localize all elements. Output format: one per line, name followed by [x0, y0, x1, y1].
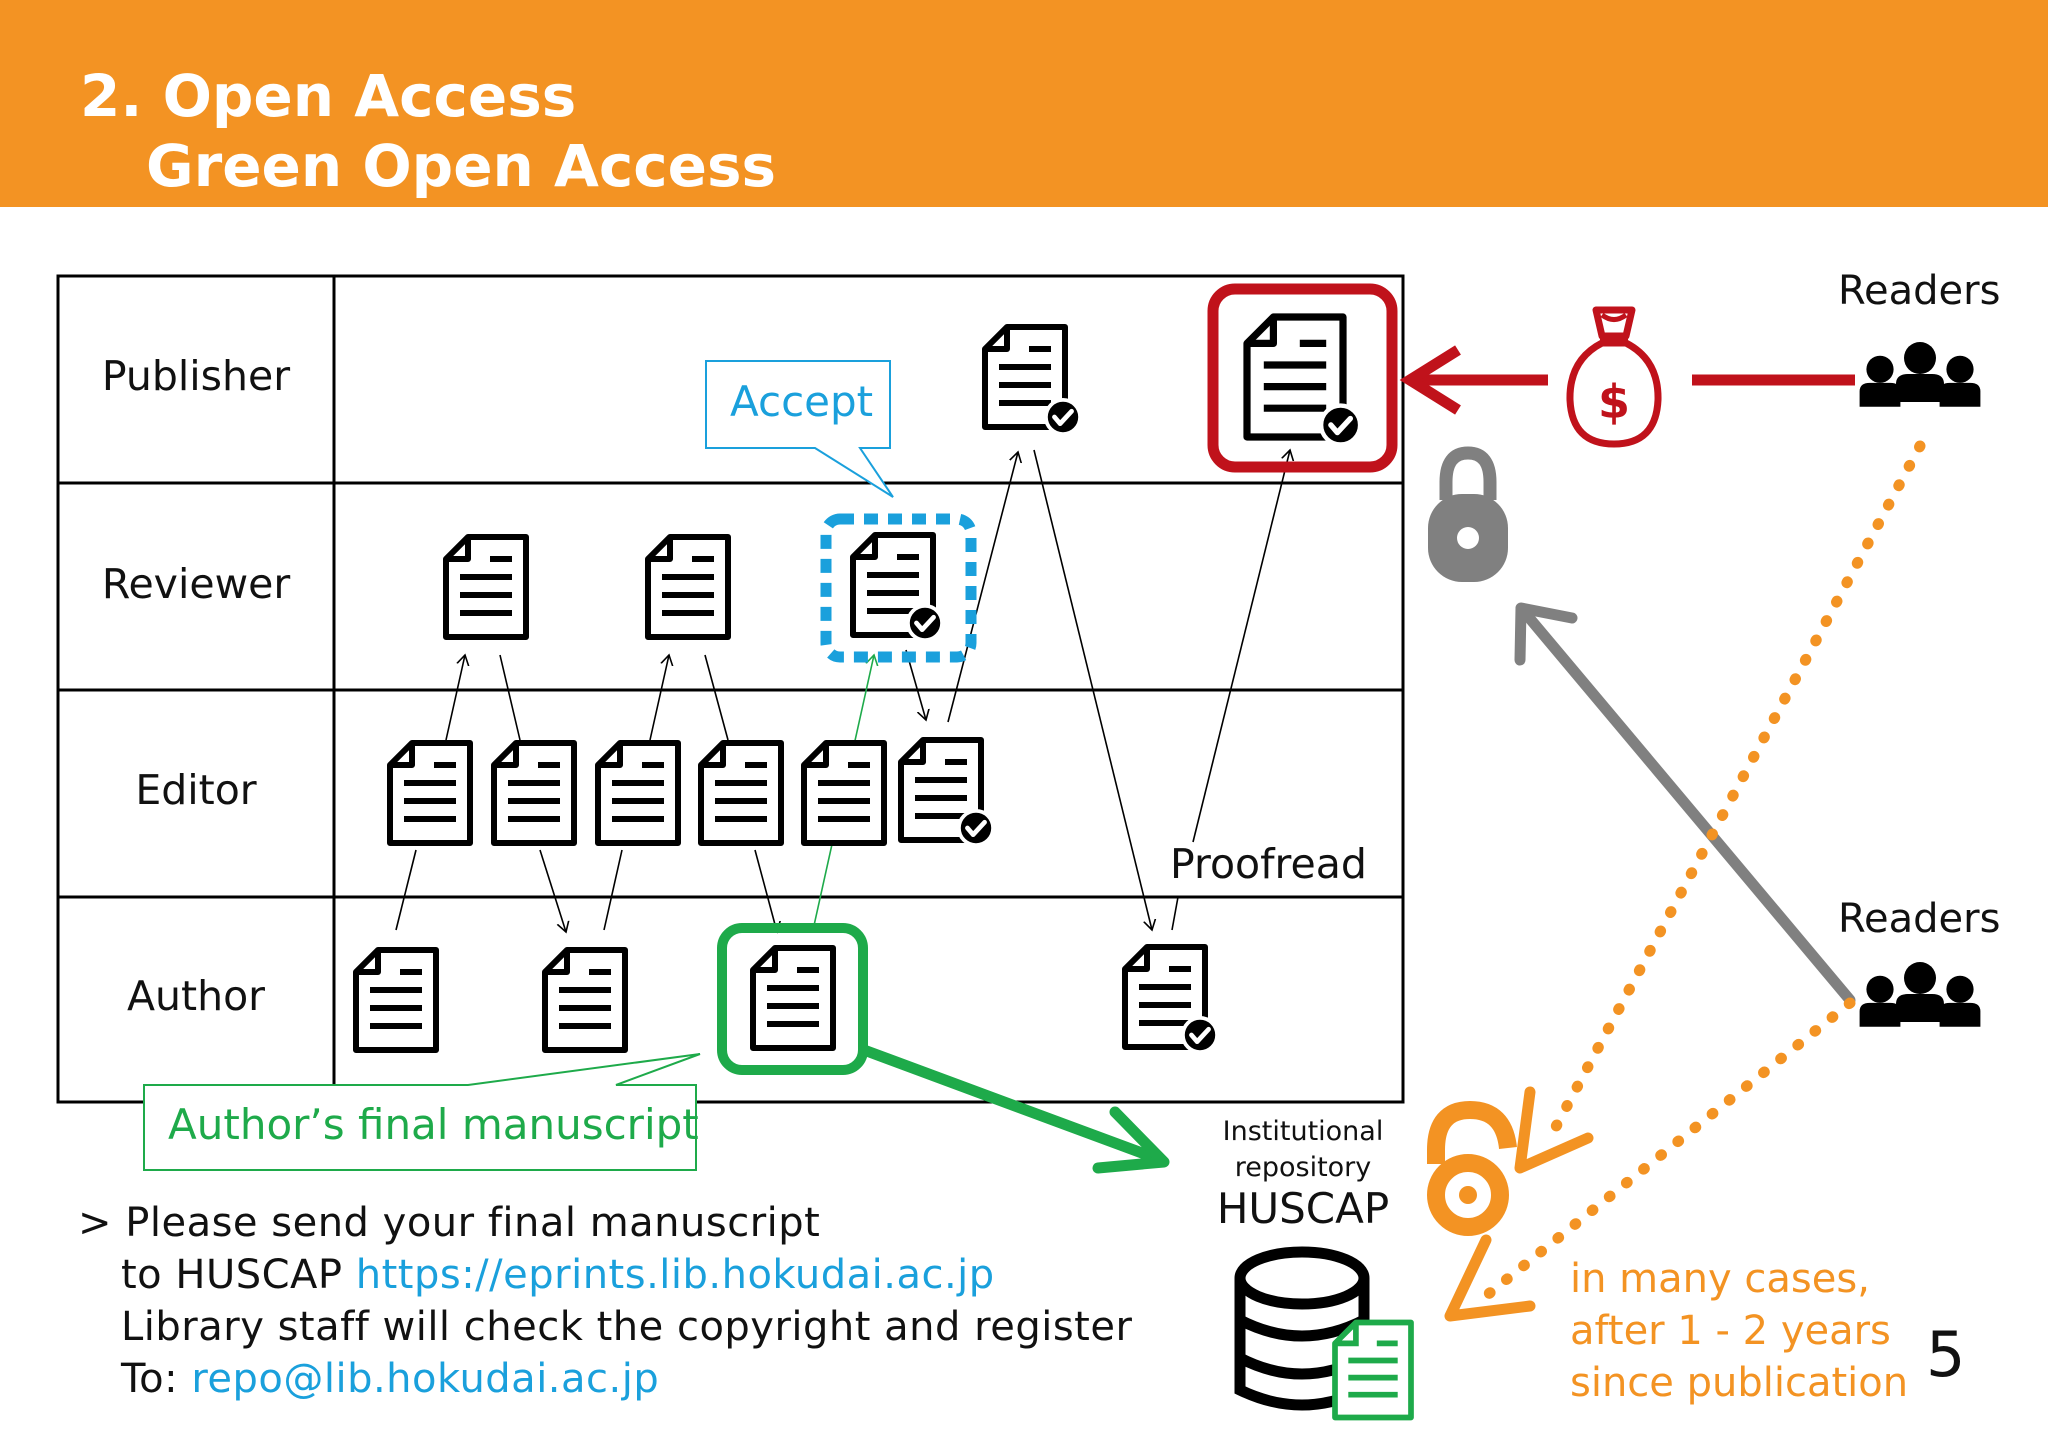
flow-arrow-reviewer-editor-2: [704, 654, 729, 741]
email-link[interactable]: repo@lib.hokudai.ac.jp: [191, 1356, 660, 1402]
instruction-line2: to HUSCAP https://eprints.lib.hokudai.ac…: [121, 1252, 995, 1298]
flow-arrow-editor-author-2: [754, 849, 777, 932]
flow-arrow-editor-author-1: [539, 849, 566, 932]
instruction-line4: To: repo@lib.hokudai.ac.jp: [121, 1356, 659, 1402]
instruction-text-1: Please send your final manuscript: [125, 1200, 821, 1246]
lane-author: Author: [126, 972, 266, 1020]
readers-group-icon: [1859, 342, 1981, 407]
flow-arrow-editor-reviewer-1: [445, 655, 465, 741]
svg-text:$: $: [1598, 375, 1630, 429]
lane-editor: Editor: [135, 766, 257, 814]
document-icon: [701, 743, 781, 843]
flow-arrow-author-editor-2: [603, 849, 623, 931]
readers-label-bottom: Readers: [1838, 896, 2001, 942]
flow-arrows: [395, 449, 1290, 932]
lock-icon: [1428, 446, 1508, 582]
flow-arrow-publisher-author: [1033, 449, 1152, 930]
title-banner: 2. Open Access Green Open Access: [0, 0, 2048, 207]
paid-access-arrow: [1399, 345, 1855, 415]
accept-highlight: [820, 513, 977, 663]
accept-label: Accept: [730, 377, 874, 426]
lane-reviewer: Reviewer: [101, 560, 291, 608]
flow-arrow-author-proofread: [1171, 896, 1179, 931]
document-checked-icon: [853, 535, 942, 640]
money-bag-icon: $: [1566, 306, 1662, 448]
document-icon: [390, 743, 470, 843]
instruction-marker: >: [78, 1200, 113, 1246]
instruction-text-4: To:: [121, 1356, 192, 1402]
final-manuscript-label: Author’s final manuscript: [168, 1100, 699, 1149]
flow-arrow-author-editor-1: [395, 849, 417, 931]
document-icon: [804, 743, 884, 843]
final-manuscript-highlight: [717, 923, 868, 1075]
document-checked-icon: [985, 327, 1080, 434]
repository-name: HUSCAP: [1216, 1184, 1390, 1233]
instruction-text-2: to HUSCAP: [121, 1252, 356, 1298]
repository-document-icon: [1332, 1319, 1414, 1421]
flow-arrow-editor-reviewer-2: [649, 655, 669, 741]
document-icon: [598, 743, 678, 843]
document-icon: [648, 537, 728, 637]
embargo-line2: after 1 - 2 years: [1570, 1308, 1891, 1354]
lane-publisher: Publisher: [101, 352, 291, 400]
deposit-arrow: [858, 1044, 1170, 1174]
open-access-arrow-2: [1444, 997, 1856, 1322]
huscap-link[interactable]: https://eprints.lib.hokudai.ac.jp: [355, 1252, 995, 1298]
instruction-line1: > Please send your final manuscript: [78, 1200, 820, 1246]
document-icon: [545, 950, 625, 1050]
proofread-label: Proofread: [1170, 840, 1367, 888]
embargo-line1: in many cases,: [1570, 1256, 1870, 1302]
slide-title: 2. Open Access: [80, 62, 577, 130]
instruction-line3: Library staff will check the copyright a…: [121, 1304, 1133, 1350]
flow-arrow-editor-publisher: [947, 452, 1018, 723]
slide-subtitle: Green Open Access: [146, 132, 777, 200]
open-access-icon: [1427, 1100, 1517, 1236]
published-highlight: [1207, 283, 1398, 473]
open-access-arrow-1: [1514, 440, 1926, 1174]
flow-arrow-proofread-publisher: [1192, 450, 1290, 843]
flow-arrow-reviewer-editor-1: [499, 654, 521, 741]
repository-label-line2: repository: [1234, 1152, 1372, 1183]
repository-label-line1: Institutional: [1222, 1116, 1384, 1147]
document-icon: [446, 537, 526, 637]
swimlane-table: [56, 274, 1405, 1104]
document-icon: [753, 948, 833, 1048]
page-number: 5: [1926, 1318, 1966, 1391]
document-checked-icon: [1125, 947, 1217, 1052]
accept-callout-box: [705, 360, 894, 498]
document-icon: [356, 950, 436, 1050]
final-manuscript-callout-box: [143, 1053, 701, 1171]
readers-group-icon: [1859, 962, 1981, 1027]
readers-label-top: Readers: [1838, 268, 2001, 314]
document-icon: [494, 743, 574, 843]
document-checked-icon: [1247, 317, 1360, 444]
document-checked-icon: [901, 740, 993, 845]
blocked-access-arrow: [1514, 602, 1856, 1006]
embargo-line3: since publication: [1570, 1360, 1909, 1406]
